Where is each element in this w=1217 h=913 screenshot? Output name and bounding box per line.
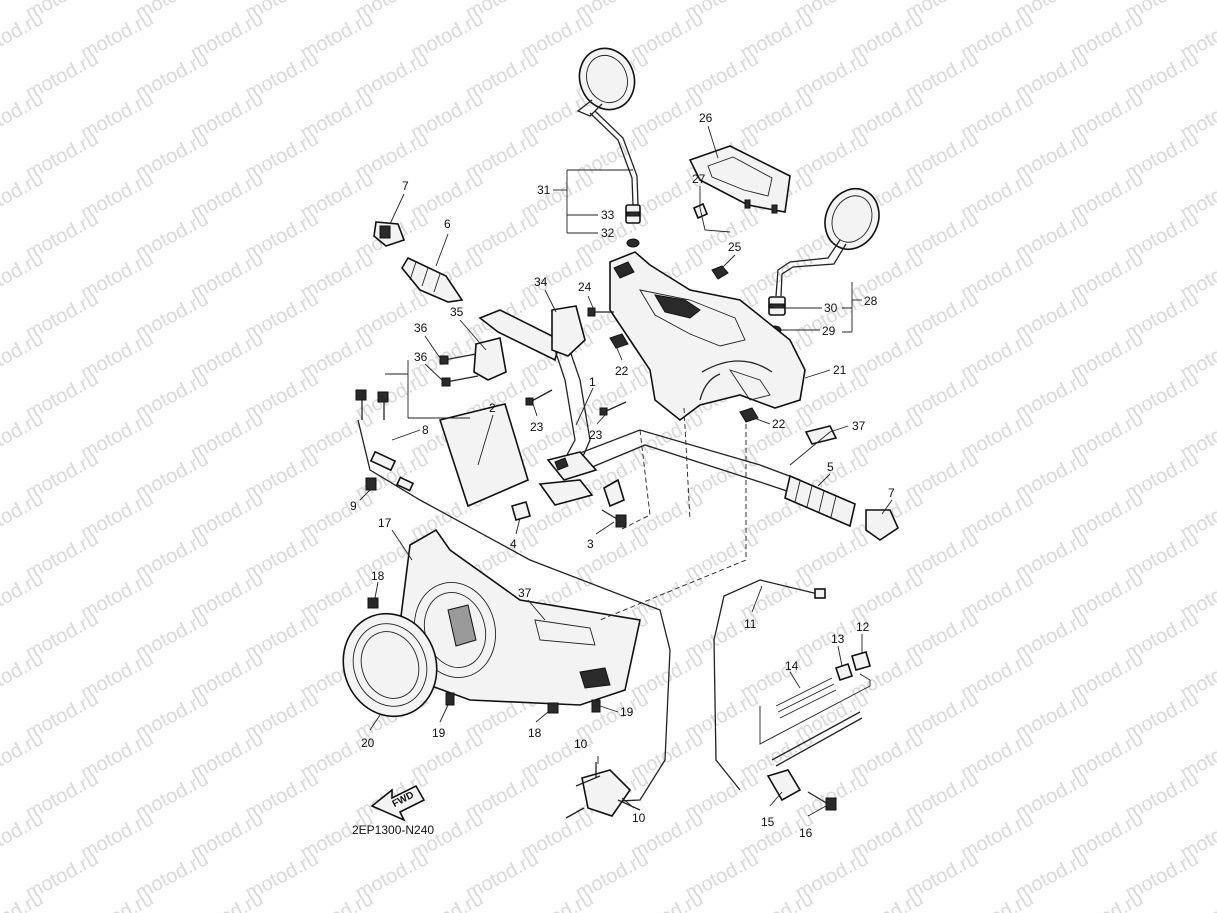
callout-32: 32 [601, 226, 615, 240]
emblem-strip [804, 425, 838, 445]
right-grip [784, 474, 900, 541]
callout-24: 24 [578, 280, 592, 294]
callout-10-bottom: 10 [632, 811, 646, 825]
diagram-code: 2EP1300-N240 [352, 823, 434, 837]
callout-22-right: 22 [772, 417, 786, 431]
callout-31: 31 [537, 183, 551, 197]
callout-20: 20 [361, 736, 375, 750]
clip-22-b [739, 407, 759, 423]
callout-33: 33 [601, 208, 615, 222]
callout-19-left: 19 [432, 726, 446, 740]
callout-13: 13 [831, 632, 845, 646]
callout-7-left: 7 [402, 179, 409, 193]
callout-18-bottom: 18 [528, 726, 542, 740]
callout-36-bottom: 36 [414, 350, 428, 364]
callout-30: 30 [824, 301, 838, 315]
callout-14: 14 [785, 659, 799, 673]
bolts [525, 307, 627, 416]
callout-23-left: 23 [530, 420, 544, 434]
bracket [511, 478, 627, 528]
starter-cable [713, 579, 826, 791]
callout-15: 15 [761, 815, 775, 829]
callout-labels: 1 2 3 4 5 6 7 7 8 9 10 10 11 12 13 14 15… [350, 111, 895, 840]
callout-17: 17 [378, 516, 392, 530]
throttle-cable [355, 389, 671, 803]
callout-34: 34 [534, 275, 548, 289]
callout-26: 26 [699, 111, 713, 125]
starter-plunger [766, 651, 871, 811]
meter-cover [688, 145, 791, 214]
callout-10-top: 10 [574, 737, 588, 751]
callout-3: 3 [587, 537, 594, 551]
leader-lines [359, 125, 893, 817]
callout-25: 25 [728, 240, 742, 254]
callout-9: 9 [350, 499, 357, 513]
callout-37-lower: 37 [518, 586, 532, 600]
callout-4: 4 [510, 537, 517, 551]
screws [367, 597, 601, 714]
callout-6: 6 [444, 217, 451, 231]
callout-7-right: 7 [888, 486, 895, 500]
callout-18-top: 18 [371, 569, 385, 583]
callout-28: 28 [864, 294, 878, 308]
plate [438, 403, 529, 508]
callout-29: 29 [822, 324, 836, 338]
callout-21: 21 [833, 363, 847, 377]
clip-22-a [609, 333, 629, 349]
callout-22-left: 22 [615, 364, 629, 378]
switch-holder [439, 305, 586, 387]
callout-35: 35 [450, 305, 464, 319]
callout-5: 5 [827, 460, 834, 474]
callout-37-upper: 37 [852, 419, 866, 433]
callout-36-top: 36 [414, 321, 428, 335]
fwd-arrow-icon: FWD [370, 784, 426, 822]
left-grip [373, 221, 464, 303]
callout-16: 16 [799, 826, 813, 840]
left-mirror [576, 47, 641, 248]
callout-19-right: 19 [620, 705, 634, 719]
cable-guide [565, 762, 641, 819]
callout-8: 8 [422, 423, 429, 437]
callout-1: 1 [589, 375, 596, 389]
callout-11: 11 [744, 617, 757, 631]
callout-27: 27 [692, 172, 706, 186]
handlebar-cover [609, 251, 806, 422]
headlight-rim [342, 612, 438, 718]
nut-25 [711, 265, 729, 280]
callout-12: 12 [856, 620, 870, 634]
right-mirror [768, 188, 880, 335]
callout-23-right: 23 [589, 428, 603, 442]
callout-2: 2 [489, 401, 496, 415]
